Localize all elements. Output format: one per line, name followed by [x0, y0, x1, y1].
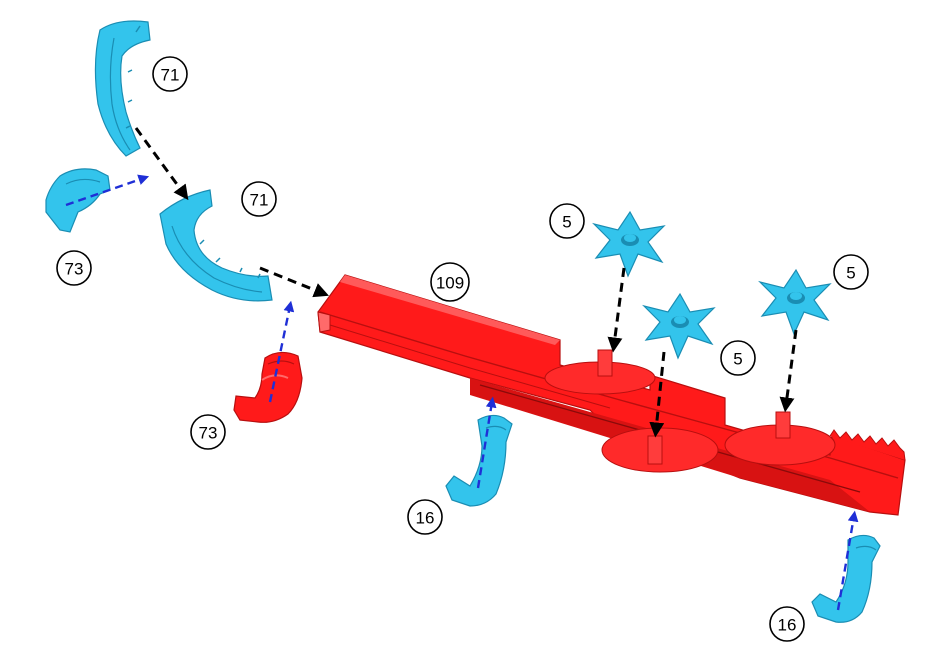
callout-elbow-top: 71 [153, 57, 187, 91]
star-part-a [594, 212, 664, 276]
arrow-star-c-to-post [786, 330, 796, 405]
callout-manifold-label: 109 [436, 274, 464, 293]
clip-red-part [234, 352, 302, 422]
callout-clamp-b: 16 [770, 607, 804, 641]
callout-manifold: 109 [431, 263, 469, 301]
arrow-star-a-to-post [614, 268, 624, 345]
arrow-elbow-to-elbow [136, 128, 184, 194]
star-part-c [760, 270, 830, 334]
callout-star-b: 5 [721, 341, 755, 375]
callout-star-a: 5 [550, 204, 584, 238]
callout-elbow-top-label: 71 [161, 66, 180, 85]
callout-star-c-label: 5 [846, 264, 855, 283]
callout-star-c: 5 [834, 255, 868, 289]
callout-star-a-label: 5 [562, 213, 571, 232]
callout-clip-red-label: 73 [199, 424, 218, 443]
callout-elbow-mid-label: 71 [250, 191, 269, 210]
callout-clip-blue-label: 73 [65, 260, 84, 279]
star-part-b [644, 294, 714, 358]
callout-clamp-b-label: 16 [778, 616, 797, 635]
callout-star-b-label: 5 [733, 350, 742, 369]
clip-blue-part [46, 169, 110, 232]
clamp-part-b [812, 535, 880, 622]
callout-clip-blue: 73 [57, 251, 91, 285]
elbow-part-top [95, 21, 150, 156]
callout-clamp-a-label: 16 [416, 509, 435, 528]
callout-clip-red: 73 [191, 415, 225, 449]
callout-clamp-a: 16 [408, 500, 442, 534]
clamp-part-a [446, 415, 512, 506]
callout-elbow-mid: 71 [242, 182, 276, 216]
